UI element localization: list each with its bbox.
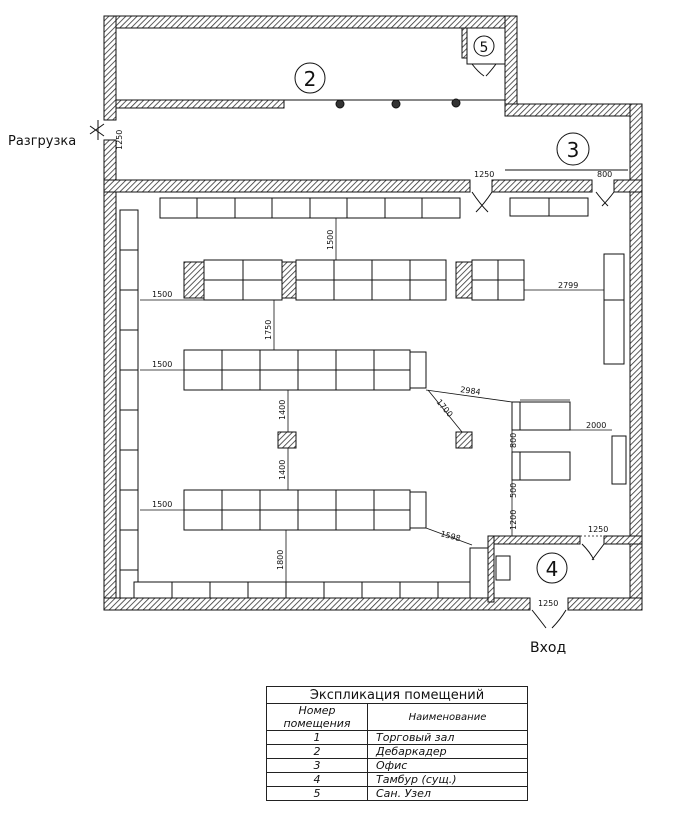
dim-aisle-1400-b: 1400 [278, 460, 287, 480]
col-name-header: Наименование [367, 703, 528, 731]
dim-top-aisle: 1500 [326, 230, 335, 250]
row-number: 4 [266, 772, 368, 787]
dim-right-2000: 2000 [586, 421, 606, 430]
dim-left-aisle-1: 1500 [152, 290, 172, 299]
col-number-header: Номер помещения [266, 703, 368, 731]
dim-door-office: 800 [597, 170, 612, 179]
room-2-lines [116, 27, 628, 171]
dimension-lines [140, 218, 612, 582]
walls [103, 15, 643, 611]
row-name: Тамбур (сущ.) [367, 772, 528, 787]
door-toilet [471, 63, 497, 77]
row-number: 1 [266, 730, 368, 745]
explication-title: Экспликация помещений [266, 686, 528, 704]
dim-bottom-1800: 1800 [276, 550, 285, 570]
dim-diag-1700: 1700 [434, 398, 454, 419]
table-row: 5 Сан. Узел [266, 786, 528, 801]
row-name: Дебаркадер [367, 744, 528, 759]
door-unloading [89, 120, 105, 140]
dim-aisle-1750: 1750 [264, 320, 273, 340]
door-vestibule [581, 543, 605, 561]
room-4-marker [536, 552, 568, 584]
door-hall-top [471, 191, 493, 213]
doors [89, 63, 615, 629]
table-row: 1 Торговый зал [266, 730, 528, 745]
dim-aisle-1400-a: 1400 [278, 400, 287, 420]
door-entrance [531, 609, 567, 629]
dim-vert-1200: 1200 [509, 510, 518, 530]
unloading-label: Разгрузка [8, 134, 76, 149]
columns [183, 261, 473, 449]
dim-right-gap: 2799 [558, 281, 578, 290]
table-row: 3 Офис [266, 758, 528, 773]
dim-left-aisle-2: 1500 [152, 360, 172, 369]
dim-door-vestibule: 1250 [588, 525, 608, 534]
dim-left-aisle-3: 1500 [152, 500, 172, 509]
dim-door-entrance: 1250 [538, 599, 558, 608]
dim-vert-800: 800 [509, 433, 518, 448]
dim-door-hall-top: 1250 [474, 170, 494, 179]
row-number: 3 [266, 758, 368, 773]
table-row: 4 Тамбур (сущ.) [266, 772, 528, 787]
row-name: Офис [367, 758, 528, 773]
room-2-number: 2 [304, 67, 317, 91]
door-office [595, 191, 615, 207]
room-2-marker [294, 62, 326, 94]
table-row: 2 Дебаркадер [266, 744, 528, 759]
room-markers [294, 35, 590, 584]
dim-vert-500: 500 [509, 483, 518, 498]
row-number: 5 [266, 786, 368, 801]
dim-diag-1598: 1598 [439, 529, 461, 543]
wall-shelves [119, 197, 625, 599]
room-5-number: 5 [480, 40, 489, 56]
row-number: 2 [266, 744, 368, 759]
dim-diag-2984: 2984 [460, 385, 481, 397]
row-name: Торговый зал [367, 730, 528, 745]
dim-unloading-door: 1250 [115, 130, 124, 150]
row-name: Сан. Узел [367, 786, 528, 801]
room-5-marker [473, 35, 495, 57]
explication-table: Экспликация помещений Номер помещения На… [266, 686, 528, 801]
entrance-label: Вход [530, 640, 566, 656]
room-4-number: 4 [546, 557, 559, 581]
island-shelves [183, 259, 627, 531]
room-3-number: 3 [567, 138, 580, 162]
floor-plan: 2 3 4 5 1250 1250 800 1500 1500 2799 175… [8, 15, 643, 656]
room-3-marker [556, 132, 590, 166]
